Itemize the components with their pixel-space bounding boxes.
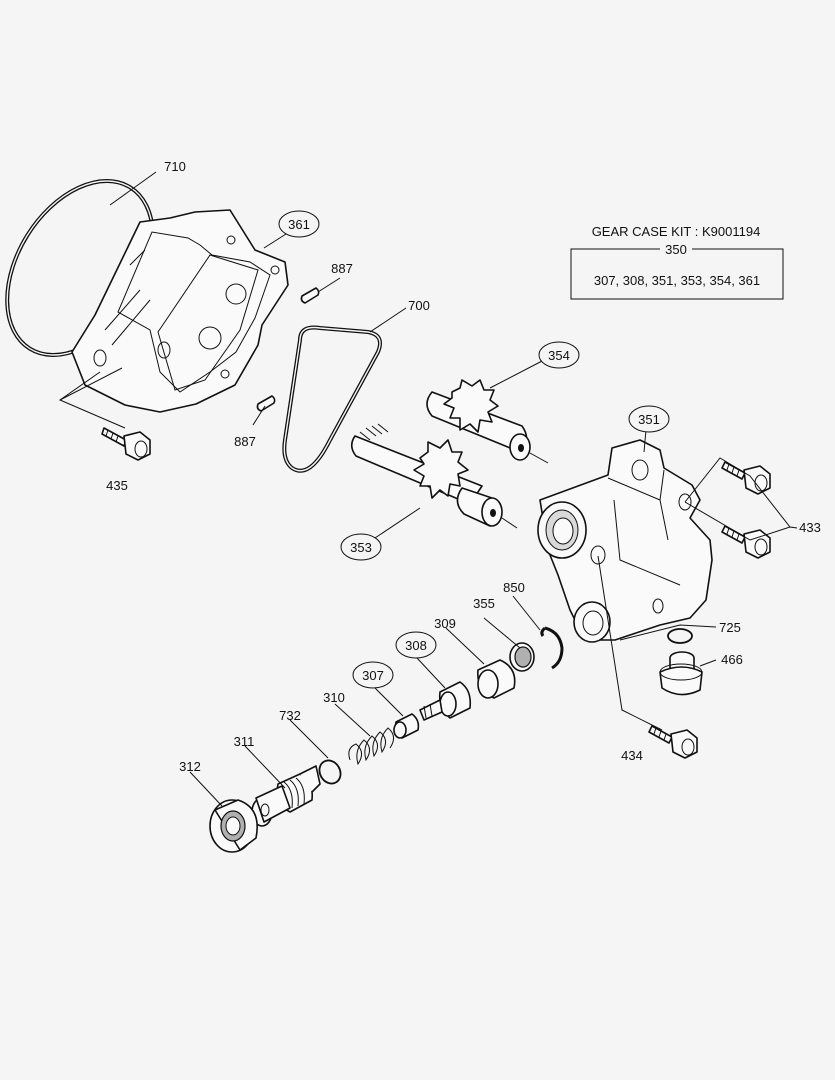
- valve-308: [419, 681, 472, 721]
- label-361: 361: [288, 217, 310, 232]
- dowel-pin-887-upper: [300, 287, 320, 304]
- label-433: 433: [799, 520, 821, 535]
- dowel-pin-887-lower: [256, 395, 276, 412]
- label-353: 353: [350, 540, 372, 555]
- drive-gear-shaft-353: [350, 423, 518, 529]
- spring-310: [348, 727, 394, 766]
- label-312: 312: [179, 759, 201, 774]
- plug-466: [659, 651, 703, 696]
- label-310: 310: [323, 690, 345, 705]
- label-732: 732: [279, 708, 301, 723]
- bolt-433-lower: [721, 525, 771, 559]
- idler-gear-354: [426, 379, 549, 464]
- bolt-433-upper: [721, 461, 771, 495]
- cap-nut-312: [209, 799, 258, 853]
- label-311: 311: [234, 734, 255, 749]
- label-309: 309: [434, 616, 456, 631]
- label-354: 354: [548, 348, 570, 363]
- kit-number: 350: [665, 242, 687, 257]
- o-ring-725: [667, 628, 693, 644]
- label-307: 307: [362, 668, 384, 683]
- bolt-434: [648, 725, 698, 759]
- sleeve-309: [477, 659, 516, 699]
- circled-labels: [278, 210, 670, 689]
- leader-lines: [58, 171, 798, 807]
- label-355: 355: [473, 596, 495, 611]
- filter-355: [509, 642, 535, 672]
- label-434: 434: [621, 748, 643, 763]
- gear-cover-361: [71, 209, 289, 413]
- label-700: 700: [408, 298, 430, 313]
- label-308: 308: [405, 638, 427, 653]
- label-850: 850: [503, 580, 525, 595]
- kit-contents: 307, 308, 351, 353, 354, 361: [594, 273, 760, 288]
- gasket-700: [282, 325, 382, 473]
- kit-title: GEAR CASE KIT : K9001194: [592, 224, 761, 239]
- label-435: 435: [106, 478, 128, 493]
- label-466: 466: [721, 652, 743, 667]
- o-ring-732: [318, 759, 342, 785]
- valve-seat-307: [393, 713, 420, 739]
- gear-case-351: [537, 439, 713, 643]
- adjuster-311: [251, 765, 321, 827]
- part-labels: 710 361 887 700 887 435 354 351 433 353 …: [106, 159, 821, 774]
- label-710: 710: [164, 159, 186, 174]
- label-351: 351: [638, 412, 660, 427]
- bolt-435: [101, 427, 151, 461]
- label-887-lower: 887: [234, 434, 256, 449]
- gear-case-kit-box: GEAR CASE KIT : K9001194 350 307, 308, 3…: [570, 224, 784, 300]
- snap-ring-850: [540, 626, 564, 670]
- label-725: 725: [719, 620, 741, 635]
- label-887-upper: 887: [331, 261, 353, 276]
